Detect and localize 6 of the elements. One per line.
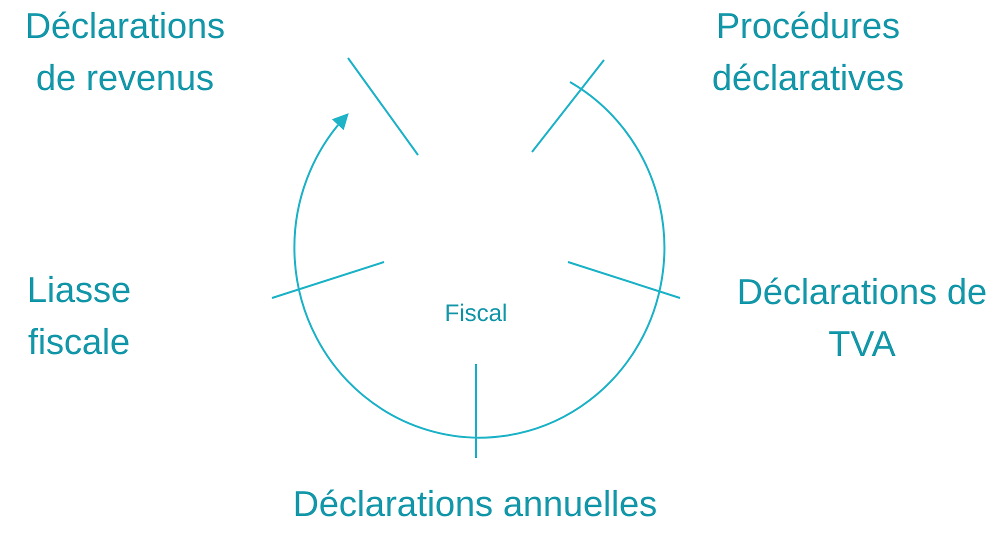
label-text: Fiscal xyxy=(444,299,508,329)
label-text: Déclarations de TVA xyxy=(736,270,988,366)
label-text: Déclarations de revenus xyxy=(24,4,226,100)
label-text: Procédures déclaratives xyxy=(710,4,906,100)
label-text: Déclarations annuelles xyxy=(292,482,658,526)
label-text: Liasse fiscale xyxy=(26,268,132,364)
